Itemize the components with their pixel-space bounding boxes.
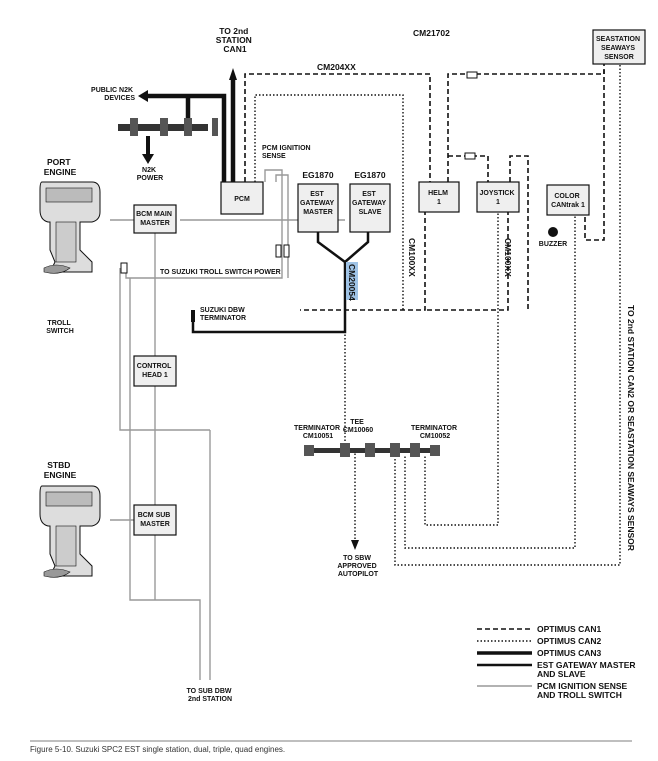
terminator-right-label: TERMINATOR CM10052 xyxy=(411,425,459,440)
n2k-tee-2 xyxy=(160,118,168,136)
port-engine-icon xyxy=(39,181,101,274)
port-engine-label: PORT ENGINE xyxy=(44,157,77,177)
terminator-left-label: TERMINATOR CM10051 xyxy=(294,425,342,440)
cm21702-label: CM21702 xyxy=(413,28,450,38)
stbd-engine-icon xyxy=(39,485,101,578)
legend-label-can3: OPTIMUS CAN3 xyxy=(537,648,602,658)
n2k-devices-arrow xyxy=(138,90,148,102)
ign-connector-1 xyxy=(275,244,282,258)
terminator-cm10051 xyxy=(304,445,314,456)
seastation-sensor-label: SEASTATION SEAWAYS SENSOR xyxy=(596,36,642,61)
cm21702-connector xyxy=(466,71,478,79)
bcm-sub-box xyxy=(133,504,177,536)
joystick-box xyxy=(476,181,520,213)
color-cantrak-box xyxy=(546,184,590,216)
can1-cm100xx-left xyxy=(300,210,426,311)
can1-joystick-top xyxy=(509,155,529,310)
joystick-label: JOYSTICK 1 xyxy=(480,190,517,206)
to-2nd-station-can1-label: TO 2nd STATION CAN1 xyxy=(216,26,254,54)
n2k-tee-3 xyxy=(184,118,192,136)
pcm-box xyxy=(220,181,264,215)
n2k-power-arrow xyxy=(142,154,154,164)
tee-2 xyxy=(365,443,375,457)
can2-joystick-loop xyxy=(424,210,499,526)
can1-cm204xx xyxy=(244,73,431,182)
n2k-tee-1 xyxy=(130,118,138,136)
tee-4 xyxy=(410,443,420,457)
troll-switch-power-label: TO SUZUKI TROLL SWITCH POWER xyxy=(160,269,281,276)
troll-switch-trunk xyxy=(119,268,150,431)
gateway-wire-slave xyxy=(344,232,370,263)
est-slave-box xyxy=(349,183,391,233)
n2k-tee-4 xyxy=(212,118,218,136)
helm-label: HELM 1 xyxy=(428,190,450,206)
est-master-label: EST GATEWAY MASTER xyxy=(300,191,336,216)
gateway-wire-trunk xyxy=(191,262,347,334)
n2k-power-label: N2K POWER xyxy=(137,167,163,182)
control-head-label: CONTROL HEAD 1 xyxy=(137,363,173,379)
legend-label-can2: OPTIMUS CAN2 xyxy=(537,636,602,646)
legend: OPTIMUS CAN1 OPTIMUS CAN2 OPTIMUS CAN3 E… xyxy=(477,624,638,700)
eg1870-master-label: EG1870 xyxy=(302,170,333,180)
helm-joystick-connector xyxy=(464,152,476,160)
color-cantrak-label: COLOR CANtrak 1 xyxy=(551,193,585,209)
troll-connector xyxy=(120,262,128,274)
can2-cantrak-loop xyxy=(404,185,576,549)
legend-label-can1: OPTIMUS CAN1 xyxy=(537,624,602,634)
control-head-box xyxy=(133,355,177,387)
cm20054-highlight xyxy=(346,262,358,300)
ign-connector-2 xyxy=(283,244,290,258)
can2-pcm-loop xyxy=(254,94,404,310)
eg1870-slave-label: EG1870 xyxy=(354,170,385,180)
est-slave-label: EST GATEWAY SLAVE xyxy=(352,191,388,216)
public-n2k-devices-label: PUBLIC N2K DEVICES xyxy=(91,87,135,102)
tee-3 xyxy=(390,443,400,457)
bcm-sub-label: BCM SUB MASTER xyxy=(138,512,173,528)
pcm-label: PCM xyxy=(234,196,250,203)
can1-cm21702 xyxy=(447,30,605,182)
seastation-sensor-box xyxy=(592,29,646,65)
buzzer-label: BUZZER xyxy=(539,241,567,248)
can2-to-2nd-station xyxy=(394,30,621,566)
cm20054-label: CM20054 xyxy=(347,264,357,301)
labels: TO 2nd STATION CAN1 CM21702 CM204XX PUBL… xyxy=(44,26,636,703)
connectors xyxy=(118,68,558,550)
autopilot-arrow xyxy=(351,540,359,550)
terminator-cm10052 xyxy=(430,445,440,456)
legend-label-pcm: PCM IGNITION SENSE AND TROLL SWITCH xyxy=(537,681,630,700)
tee-1 xyxy=(340,443,350,457)
cm204xx-label: CM204XX xyxy=(317,62,356,72)
wires xyxy=(110,30,621,680)
cm100xx-right-label: CM100XX xyxy=(503,238,513,277)
troll-switch-label: TROLL SWITCH xyxy=(46,320,74,335)
suzuki-dbw-terminator-label: SUZUKI DBW TERMINATOR xyxy=(200,307,247,322)
gateway-wire-master xyxy=(316,232,346,264)
est-master-box xyxy=(297,183,339,233)
bcm-main-box xyxy=(133,204,177,234)
buzzer-icon xyxy=(548,227,558,237)
pcm-ignition-sense-wire-2 xyxy=(275,174,289,278)
bcm-main-label: BCM MAIN MASTER xyxy=(136,211,174,227)
troll-switch-trunk-2 xyxy=(129,278,201,680)
components: PCM EST GATEWAY MASTER EST GATEWAY SLAVE… xyxy=(133,29,646,536)
can3-n2k-devices xyxy=(148,93,227,182)
to-2nd-station-can2-label: TO 2nd STATION CAN2 OR SEASTATION SEAWAY… xyxy=(626,305,636,551)
tee-label: TEE CM10060 xyxy=(343,419,373,434)
can1-up-arrow xyxy=(229,68,237,80)
pcm-ignition-sense-wire xyxy=(125,169,283,279)
can1-helm-joystick xyxy=(448,155,489,182)
pcm-ignition-sense-label: PCM IGNITION SENSE xyxy=(262,145,313,160)
can1-cm100xx-right xyxy=(425,210,509,311)
cm100xx-left-label: CM100XX xyxy=(407,238,417,277)
helm-box xyxy=(418,181,460,213)
cm20054-label-group: CM20054 xyxy=(346,262,358,301)
to-sbw-autopilot-label: TO SBW APPROVED AUTOPILOT xyxy=(337,555,379,578)
dbw-terminator-plug xyxy=(191,310,195,322)
legend-label-gateway: EST GATEWAY MASTER AND SLAVE xyxy=(537,660,638,679)
figure-caption: Figure 5-10. Suzuki SPC2 EST single stat… xyxy=(30,745,285,754)
stbd-engine-label: STBD ENGINE xyxy=(44,460,77,480)
to-sub-dbw-label: TO SUB DBW 2nd STATION xyxy=(187,688,234,703)
